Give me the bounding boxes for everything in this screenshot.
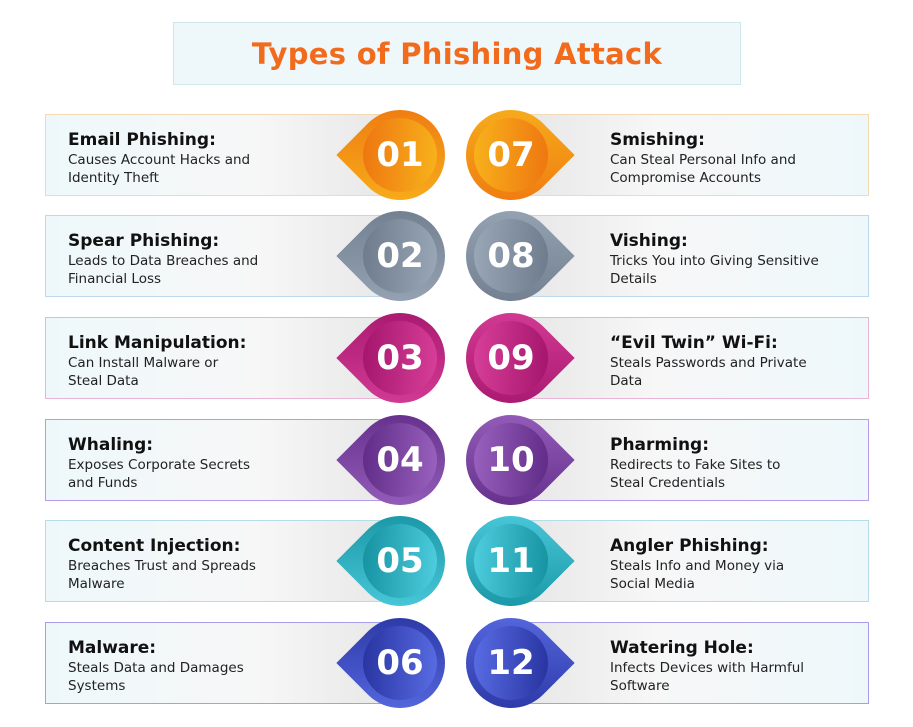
attack-text: Email Phishing: Causes Account Hacks and… — [68, 129, 250, 187]
attack-title: Content Injection: — [68, 536, 241, 556]
attack-description: Can Steal Personal Info and Compromise A… — [610, 152, 796, 186]
attack-text: Pharming: Redirects to Fake Sites to Ste… — [610, 434, 780, 492]
attack-description: Leads to Data Breaches and Financial Los… — [68, 253, 259, 287]
number-badge-icon: 11 — [447, 497, 575, 625]
attack-description: Causes Account Hacks and Identity Theft — [68, 152, 251, 186]
attack-text: Malware: Steals Data and Damages Systems — [68, 637, 244, 695]
attack-title: Link Manipulation: — [68, 333, 247, 353]
number-badge-icon: 01 — [336, 91, 464, 219]
badge-number: 05 — [376, 541, 424, 581]
badge-number: 03 — [376, 338, 424, 378]
attack-text: Vishing: Tricks You into Giving Sensitiv… — [610, 230, 819, 288]
number-badge-icon: 02 — [336, 192, 464, 320]
attack-title: Malware: — [68, 638, 157, 658]
attack-description: Steals Info and Money via Social Media — [610, 558, 785, 592]
attack-title: Whaling: — [68, 435, 154, 455]
attack-description: Redirects to Fake Sites to Steal Credent… — [610, 457, 781, 491]
attack-text: Angler Phishing: Steals Info and Money v… — [610, 535, 784, 593]
attack-description: Steals Data and Damages Systems — [68, 660, 244, 694]
attack-card: “Evil Twin” Wi-Fi: Steals Passwords and … — [513, 317, 869, 399]
number-badge-icon: 06 — [336, 599, 464, 727]
badge-number: 11 — [487, 541, 535, 581]
attack-text: Content Injection: Breaches Trust and Sp… — [68, 535, 256, 593]
number-badge-icon: 03 — [336, 294, 464, 422]
badge-number: 02 — [376, 236, 424, 276]
attack-text: Spear Phishing: Leads to Data Breaches a… — [68, 230, 258, 288]
attack-title: Pharming: — [610, 435, 710, 455]
badge-number: 01 — [376, 135, 424, 175]
number-badge-icon: 12 — [447, 599, 575, 727]
attack-description: Infects Devices with Harmful Software — [610, 660, 805, 694]
attack-title: Email Phishing: — [68, 130, 216, 150]
attack-text: Watering Hole: Infects Devices with Harm… — [610, 637, 804, 695]
number-badge-icon: 08 — [447, 192, 575, 320]
attack-title: Vishing: — [610, 231, 688, 251]
attack-text: Smishing: Can Steal Personal Info and Co… — [610, 129, 796, 187]
attack-description: Exposes Corporate Secrets and Funds — [68, 457, 250, 491]
badge-number: 07 — [487, 135, 535, 175]
badge-number: 12 — [487, 643, 535, 683]
attack-title: “Evil Twin” Wi-Fi: — [610, 333, 778, 353]
attack-description: Can Install Malware or Steal Data — [68, 355, 219, 389]
attack-title: Smishing: — [610, 130, 705, 150]
badge-number: 04 — [376, 440, 424, 480]
number-badge-icon: 05 — [336, 497, 464, 625]
attack-description: Tricks You into Giving Sensitive Details — [610, 253, 819, 287]
number-badge-icon: 09 — [447, 294, 575, 422]
page-title: Types of Phishing Attack — [251, 36, 663, 71]
attack-text: “Evil Twin” Wi-Fi: Steals Passwords and … — [610, 332, 807, 390]
attack-text: Link Manipulation: Can Install Malware o… — [68, 332, 246, 390]
attack-card: Watering Hole: Infects Devices with Harm… — [513, 622, 869, 704]
number-badge-icon: 07 — [447, 91, 575, 219]
badge-number: 06 — [376, 643, 424, 683]
attack-description: Steals Passwords and Private Data — [610, 355, 807, 389]
number-badge-icon: 04 — [336, 396, 464, 524]
title-banner: Types of Phishing Attack — [173, 22, 741, 85]
badge-number: 08 — [487, 236, 535, 276]
attack-text: Whaling: Exposes Corporate Secrets and F… — [68, 434, 250, 492]
attack-description: Breaches Trust and Spreads Malware — [68, 558, 256, 592]
number-badge-icon: 10 — [447, 396, 575, 524]
attack-title: Watering Hole: — [610, 638, 754, 658]
badge-number: 10 — [487, 440, 535, 480]
badge-number: 09 — [487, 338, 535, 378]
attack-title: Spear Phishing: — [68, 231, 220, 251]
attack-title: Angler Phishing: — [610, 536, 769, 556]
